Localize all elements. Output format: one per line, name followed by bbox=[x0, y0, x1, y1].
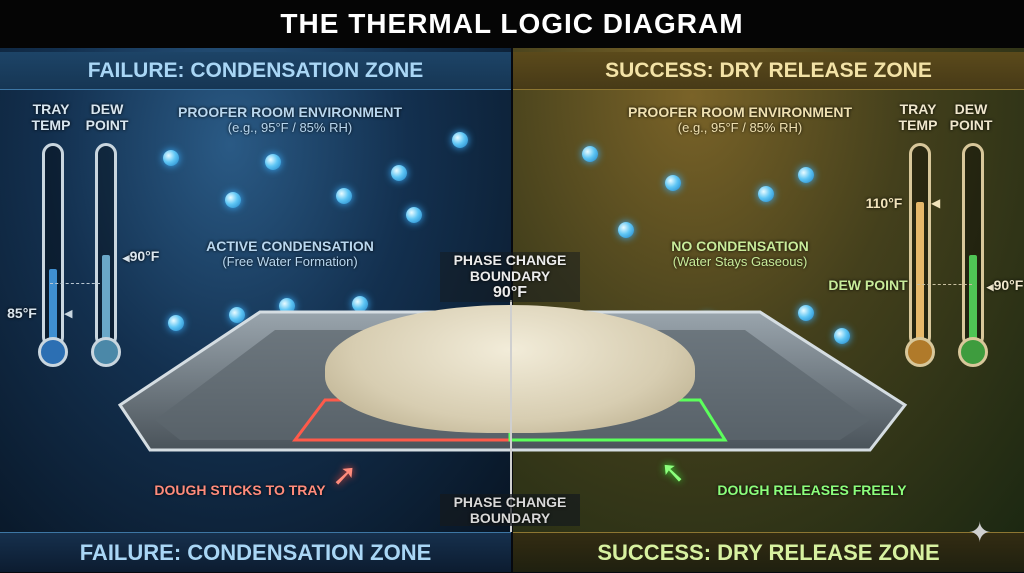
diagram-title: THE THERMAL LOGIC DIAGRAM bbox=[0, 0, 1024, 48]
left-tray-thermometer bbox=[42, 143, 64, 348]
tray-pointer-icon: ◀ bbox=[931, 196, 941, 210]
right-tray-thermometer bbox=[909, 143, 931, 348]
sparkle-icon: ✦ bbox=[968, 516, 992, 549]
right-dew-point-marker: DEW POINT bbox=[828, 277, 908, 293]
left-tray-temp-label: TRAY TEMP bbox=[31, 101, 71, 133]
right-environment-label: PROOFER ROOM ENVIRONMENT(e.g., 95°F / 85… bbox=[627, 104, 852, 135]
right-dew-point-value: ◀90°F bbox=[986, 277, 1024, 293]
water-vapor-bubble bbox=[452, 132, 468, 148]
right-tray-temp-value: 110°F bbox=[865, 195, 903, 211]
dew-line bbox=[50, 283, 100, 284]
dough-releases-callout: DOUGH RELEASES FREELY bbox=[717, 482, 907, 498]
left-dew-bulb bbox=[91, 337, 121, 367]
dew-line bbox=[917, 284, 972, 285]
water-vapor-bubble bbox=[336, 188, 352, 204]
water-vapor-bubble bbox=[279, 298, 295, 314]
water-vapor-bubble bbox=[225, 192, 241, 208]
success-header: SUCCESS: DRY RELEASE ZONE bbox=[513, 52, 1024, 90]
right-state-label: NO CONDENSATION(Water Stays Gaseous) bbox=[671, 238, 809, 269]
right-dew-bulb bbox=[958, 337, 988, 367]
right-dew-point-label: DEW POINT bbox=[949, 101, 993, 133]
water-vapor-bubble bbox=[168, 315, 184, 331]
water-vapor-bubble bbox=[665, 175, 681, 191]
water-vapor-bubble bbox=[582, 146, 598, 162]
success-footer: SUCCESS: DRY RELEASE ZONE bbox=[513, 532, 1024, 572]
left-tray-temp-value: 85°F bbox=[7, 305, 37, 321]
right-tray-bulb bbox=[905, 337, 935, 367]
right-tray-temp-label: TRAY TEMP bbox=[898, 101, 938, 133]
water-vapor-bubble bbox=[391, 165, 407, 181]
arrow-icon: ➚ bbox=[332, 458, 358, 493]
water-vapor-bubble bbox=[834, 328, 850, 344]
left-state-label: ACTIVE CONDENSATION(Free Water Formation… bbox=[206, 238, 374, 269]
water-vapor-bubble bbox=[406, 207, 422, 223]
left-dew-point-value: ◀90°F bbox=[122, 248, 160, 264]
water-vapor-bubble bbox=[758, 186, 774, 202]
boundary-line bbox=[510, 300, 512, 532]
left-environment-label: PROOFER ROOM ENVIRONMENT(e.g., 95°F / 85… bbox=[177, 104, 402, 135]
phase-change-boundary-bottom: PHASE CHANGE BOUNDARY bbox=[440, 494, 580, 526]
right-dew-thermometer bbox=[962, 143, 984, 348]
water-vapor-bubble bbox=[798, 167, 814, 183]
failure-header: FAILURE: CONDENSATION ZONE bbox=[0, 52, 511, 90]
left-dew-point-label: DEW POINT bbox=[85, 101, 129, 133]
water-vapor-bubble bbox=[265, 154, 281, 170]
water-vapor-bubble bbox=[618, 222, 634, 238]
left-tray-bulb bbox=[38, 337, 68, 367]
arrow-icon: ➚ bbox=[660, 455, 686, 490]
dough-sticks-callout: DOUGH STICKS TO TRAY bbox=[154, 482, 326, 498]
failure-footer: FAILURE: CONDENSATION ZONE bbox=[0, 532, 511, 572]
water-vapor-bubble bbox=[798, 305, 814, 321]
water-vapor-bubble bbox=[229, 307, 245, 323]
tray-pointer-icon: ◀ bbox=[64, 307, 73, 320]
water-vapor-bubble bbox=[352, 296, 368, 312]
water-vapor-bubble bbox=[163, 150, 179, 166]
